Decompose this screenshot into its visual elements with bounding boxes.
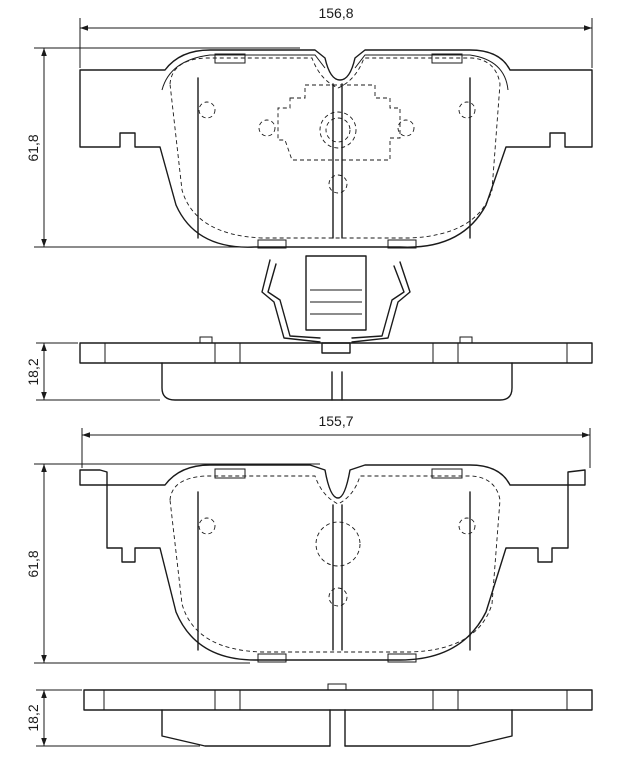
top-width-label: 156,8 bbox=[318, 5, 353, 21]
bottom-height-label: 61,8 bbox=[25, 550, 41, 577]
top-thickness-dimension: 18,2 bbox=[25, 342, 160, 401]
clip-spring-right bbox=[351, 261, 411, 343]
bottom-thickness-label: 18,2 bbox=[25, 704, 41, 731]
top-height-label: 61,8 bbox=[25, 134, 41, 161]
bottom-friction-outline bbox=[169, 475, 501, 653]
top-hole-right bbox=[458, 101, 476, 119]
top-pad-side-view bbox=[79, 255, 593, 401]
bottom-hole-left bbox=[198, 517, 216, 535]
top-tab-upper-right bbox=[431, 53, 463, 64]
top-tab-lower-left bbox=[257, 239, 287, 249]
top-hole-left bbox=[198, 101, 216, 119]
top-side-center-block bbox=[321, 342, 351, 354]
top-friction-outline bbox=[169, 57, 501, 239]
top-hole-inner-right bbox=[397, 119, 415, 137]
top-clip-outline bbox=[277, 84, 401, 161]
top-thickness-label: 18,2 bbox=[25, 358, 41, 385]
bottom-side-backing-plate bbox=[83, 689, 593, 711]
bottom-hole-right bbox=[458, 517, 476, 535]
top-width-dimension: 156,8 bbox=[79, 5, 593, 68]
top-tab-upper-left bbox=[214, 53, 246, 64]
top-side-friction-block bbox=[161, 362, 513, 401]
top-friction-edge bbox=[161, 54, 509, 91]
top-hole-lower bbox=[328, 174, 348, 194]
bottom-width-label: 155,7 bbox=[318, 413, 353, 429]
top-center-circle bbox=[319, 111, 357, 149]
bottom-pad-front-view bbox=[79, 464, 586, 663]
bottom-pad-side-view bbox=[83, 683, 593, 747]
clip-spring-left bbox=[261, 259, 321, 343]
bottom-width-dimension: 155,7 bbox=[81, 413, 591, 468]
bottom-center-circle bbox=[315, 521, 361, 567]
bottom-height-dimension: 61,8 bbox=[25, 463, 320, 664]
bottom-side-friction-block bbox=[161, 709, 513, 747]
top-tab-lower-right bbox=[387, 239, 417, 249]
top-backing-plate-outline bbox=[79, 49, 593, 248]
bottom-backing-plate-outline bbox=[79, 464, 586, 661]
top-pad-front-view bbox=[79, 49, 593, 249]
wear-clip bbox=[305, 255, 367, 331]
bottom-thickness-dimension: 18,2 bbox=[25, 689, 200, 747]
top-hole-inner-left bbox=[258, 119, 276, 137]
bottom-hole-lower bbox=[328, 587, 348, 607]
top-height-dimension: 61,8 bbox=[25, 47, 300, 248]
top-center-circle-inner bbox=[325, 117, 351, 143]
